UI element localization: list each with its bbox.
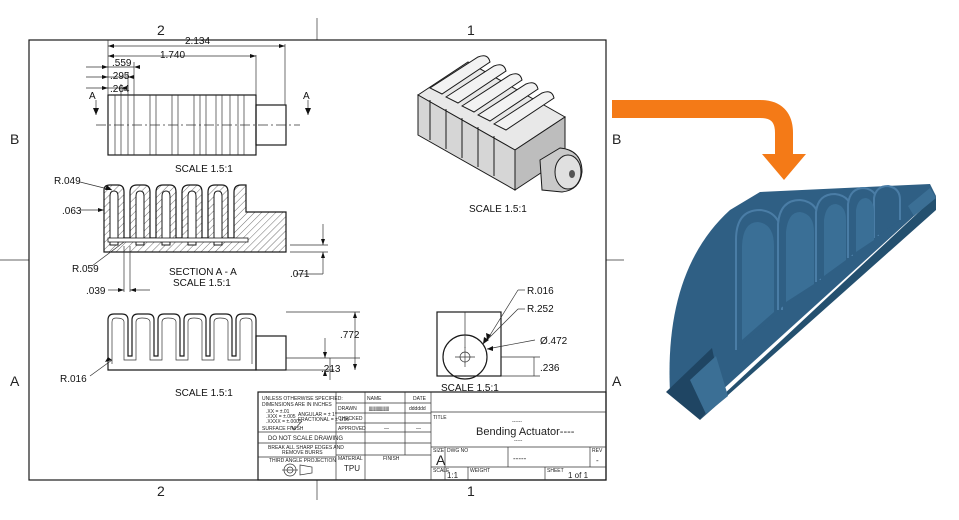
tb-material-header: MATERIAL — [338, 456, 363, 462]
section-title: SECTION A - A — [169, 267, 237, 278]
section-view: R.049 .063 R.059 .039 .071 SECTION A - A… — [54, 176, 328, 297]
tb-date-header: DATE — [413, 396, 427, 402]
zone-label-left-a: A — [10, 373, 20, 389]
tb-notes-1: UNLESS OTHERWISE SPECIFIED: — [262, 396, 343, 402]
top-view: 2.134 1.740 .559 .295 .264 A A SCALE 1.5… — [86, 36, 311, 175]
dim-r016-end: R.016 — [527, 286, 554, 297]
surface-finish-icon — [290, 420, 303, 431]
tb-surface: SURFACE FINISH — [262, 426, 304, 432]
dim-dia472: Ø.472 — [540, 336, 568, 347]
tb-finish-header: FINISH — [383, 456, 400, 462]
tb-weight-header: WEIGHT — [470, 468, 490, 474]
tb-title: Bending Actuator---- — [476, 426, 575, 438]
tb-scale: 1:1 — [447, 471, 459, 480]
iso-view: SCALE 1.5:1 — [417, 55, 583, 215]
tb-tol-3: .XXXX = ±.0005 — [266, 419, 302, 425]
tb-projection: THIRD ANGLE PROJECTION — [269, 458, 336, 464]
dim-772: .772 — [340, 330, 360, 341]
tb-rev: - — [596, 456, 599, 465]
tb-approved-name: — — [384, 426, 389, 432]
zone-label-bottom-1: 1 — [467, 483, 475, 499]
arrow-icon — [612, 100, 793, 156]
zone-label-bottom-2: 2 — [157, 483, 165, 499]
tb-name-header: NAME — [367, 396, 382, 402]
tb-dwgno-header: DWG NO — [447, 448, 468, 454]
tb-sheet: 1 of 1 — [568, 471, 589, 480]
tb-size: A — [436, 452, 446, 468]
tb-drawn-name: jjjjjjjjjjjjjjjjjj — [368, 406, 389, 412]
dim-071: .071 — [290, 269, 310, 280]
tb-title-under: ----- — [514, 438, 523, 444]
front-view: .772 .213 R.016 SCALE 1.5:1 — [60, 311, 360, 399]
tb-checked: CHECKED — [338, 416, 363, 422]
tb-tol-1: .XX = ±.01 — [266, 409, 290, 415]
tb-notes-2: DIMENSIONS ARE IN INCHES — [262, 402, 332, 408]
scale-iso-view: SCALE 1.5:1 — [469, 204, 527, 215]
tb-approved-date: — — [416, 426, 421, 432]
dim-264: .264 — [110, 84, 130, 95]
tb-size-header: SIZE — [433, 448, 445, 454]
section-scale: SCALE 1.5:1 — [173, 278, 231, 289]
tb-material: TPU — [344, 464, 360, 473]
tb-title-header: TITLE — [433, 415, 447, 421]
tb-title-small: ------ — [512, 419, 522, 425]
tb-burr-1: BREAK ALL SHARP EDGES AND — [268, 445, 344, 451]
zone-label-top-2: 2 — [157, 22, 165, 38]
dim-r016-front: R.016 — [60, 374, 87, 385]
dim-559: .559 — [112, 58, 132, 69]
scale-top-view: SCALE 1.5:1 — [175, 164, 233, 175]
title-block: UNLESS OTHERWISE SPECIFIED: DIMENSIONS A… — [257, 391, 607, 481]
dim-r059: R.059 — [72, 264, 99, 275]
actuator-render — [666, 184, 936, 420]
tb-rev-header: REV — [592, 448, 603, 454]
tb-dwgno: ----- — [513, 454, 527, 463]
tb-burr-2: REMOVE BURRS — [282, 450, 323, 456]
dim-063: .063 — [62, 206, 82, 217]
zone-label-right-a: A — [612, 373, 622, 389]
zone-label-right-b: B — [612, 131, 621, 147]
arrow-head-icon — [762, 154, 806, 180]
tb-ang-1: ANGULAR = ± 1° — [298, 412, 337, 418]
dim-2134: 2.134 — [185, 36, 210, 47]
tb-tol-2: .XXX = ±.005 — [266, 414, 296, 420]
dim-r049: R.049 — [54, 176, 81, 187]
tb-scale-header: SCALE — [433, 468, 450, 474]
scale-front-view: SCALE 1.5:1 — [175, 388, 233, 399]
dim-039: .039 — [86, 286, 106, 297]
dim-1740: 1.740 — [160, 50, 185, 61]
scale-end-view: SCALE 1.5:1 — [441, 383, 499, 394]
tb-dnsd: DO NOT SCALE DRAWING — [268, 436, 343, 442]
tb-drawn: DRAWN — [338, 406, 357, 412]
dim-213: .213 — [321, 364, 341, 375]
section-letter-a-left: A — [89, 91, 96, 102]
end-view: R.016 R.252 Ø.472 .236 SCALE 1.5:1 — [436, 286, 568, 394]
dim-r252: R.252 — [527, 304, 554, 315]
tb-sheet-header: SHEET — [547, 468, 564, 474]
zone-label-top-1: 1 — [467, 22, 475, 38]
third-angle-projection-icon — [282, 463, 313, 477]
tb-approved: APPROVED — [338, 426, 366, 432]
dim-236: .236 — [540, 363, 560, 374]
zone-label-left-b: B — [10, 131, 19, 147]
tb-drawn-date: dddddd — [409, 406, 426, 412]
section-letter-a-right: A — [303, 91, 310, 102]
dim-295: .295 — [110, 71, 130, 82]
tb-ang-2: FRACTIONAL = ± 1/16 — [298, 417, 349, 423]
